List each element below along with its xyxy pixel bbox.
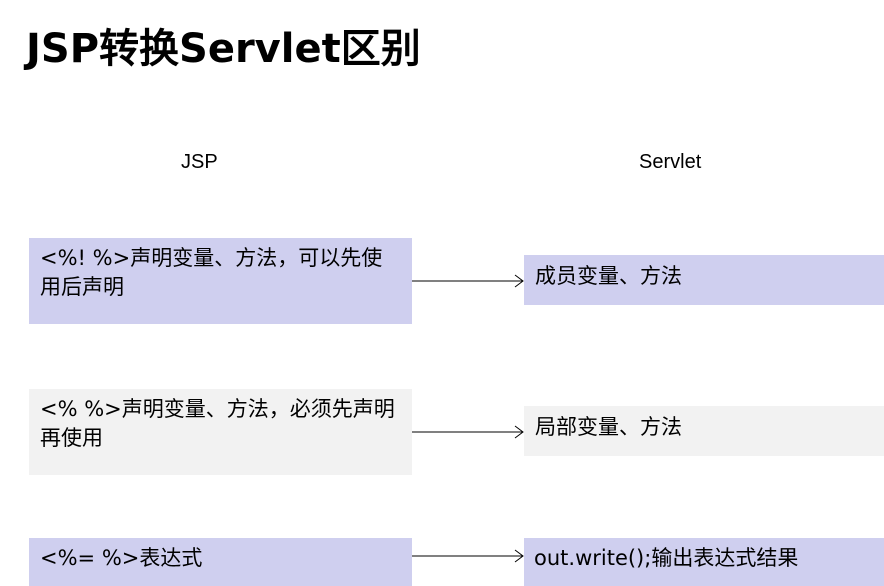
jsp-scriptlet-box: <% %>声明变量、方法，必须先声明再使用 (29, 389, 412, 475)
arrow-row-3 (412, 549, 524, 563)
jsp-declaration-box: <%! %>声明变量、方法，可以先使用后声明 (29, 238, 412, 324)
jsp-scriptlet-text: <% %>声明变量、方法，必须先声明再使用 (40, 397, 395, 450)
arrow-row-1 (412, 274, 524, 288)
servlet-member-text: 成员变量、方法 (535, 264, 682, 288)
column-header-servlet: Servlet (639, 151, 702, 173)
column-header-jsp: JSP (181, 151, 218, 173)
servlet-output-text: out.write();输出表达式结果 (534, 546, 799, 570)
arrow-row-2 (412, 425, 524, 439)
jsp-declaration-text: <%! %>声明变量、方法，可以先使用后声明 (40, 246, 383, 299)
jsp-expression-text: <%= %>表达式 (40, 546, 203, 570)
servlet-output-box: out.write();输出表达式结果 (524, 538, 884, 586)
servlet-local-text: 局部变量、方法 (535, 415, 682, 439)
page-title: JSP转换Servlet区别 (26, 26, 421, 72)
jsp-expression-box: <%= %>表达式 (29, 538, 412, 586)
servlet-local-box: 局部变量、方法 (524, 406, 884, 456)
servlet-member-box: 成员变量、方法 (524, 255, 884, 305)
